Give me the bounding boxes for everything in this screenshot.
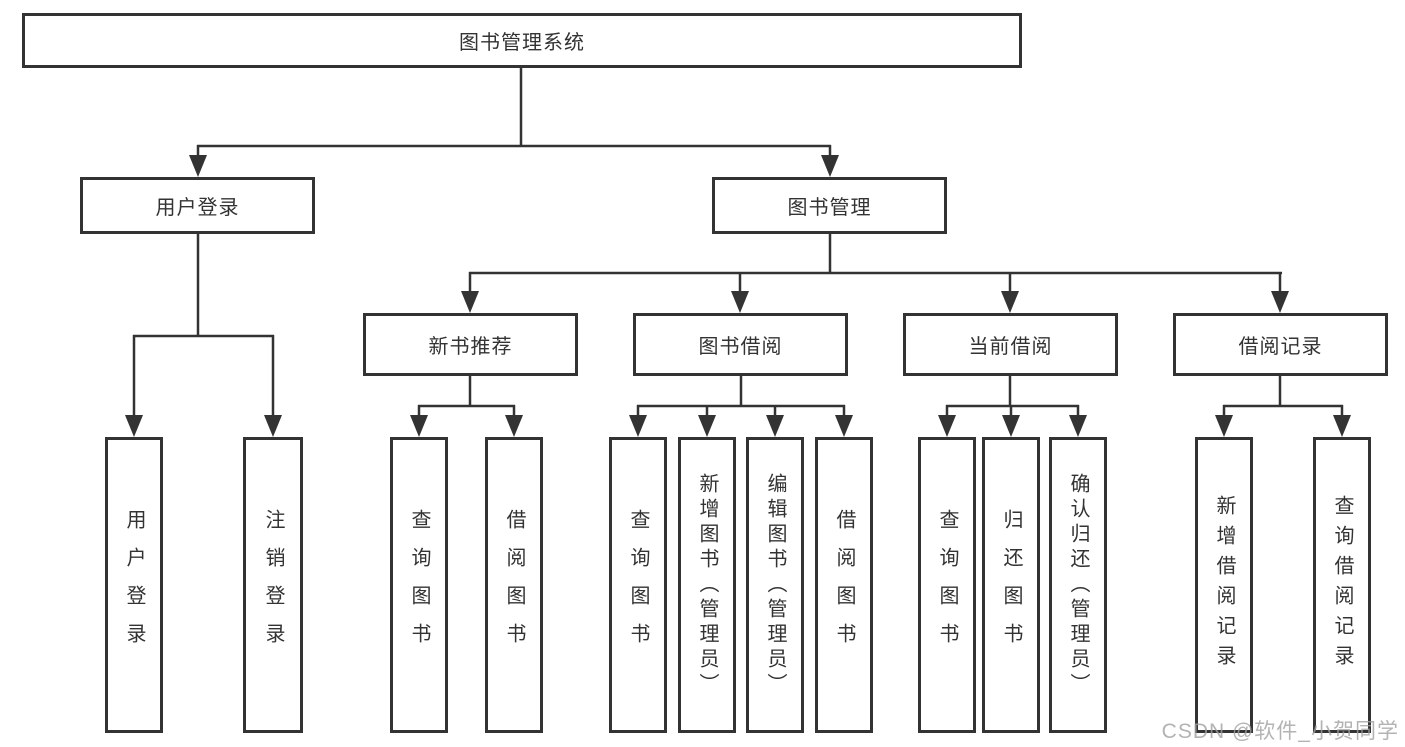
connector-current-borrowing — [938, 376, 1087, 437]
node-logout-leaf: 注销登录 — [243, 437, 303, 733]
arrowhead — [698, 415, 716, 437]
node-label: 借阅记录 — [1238, 336, 1323, 358]
node-user-login-leaf: 用户登录 — [105, 437, 163, 733]
node-label: 图书借阅 — [698, 336, 783, 358]
node-label: 查询图书 — [936, 509, 958, 661]
arrowhead — [731, 291, 749, 313]
node-label: 用户登录 — [155, 197, 240, 219]
arrowhead — [766, 415, 784, 437]
connector-root — [189, 68, 839, 177]
node-label: 当前借阅 — [968, 336, 1053, 358]
node-label: 新书推荐 — [428, 336, 513, 358]
arrowhead — [461, 291, 479, 313]
node-edit-books-admin: 编辑图书（管理员） — [746, 437, 804, 733]
node-borrowing-records: 借阅记录 — [1173, 313, 1388, 376]
connector-new-book-recommend — [410, 376, 523, 437]
node-borrow-books-2: 借阅图书 — [815, 437, 873, 733]
node-add-borrow-record: 新增借阅记录 — [1195, 437, 1253, 733]
arrowhead — [1271, 291, 1289, 313]
node-book-management: 图书管理 — [712, 177, 947, 234]
arrowhead — [629, 415, 647, 437]
node-user-login: 用户登录 — [80, 177, 315, 234]
connector-user-login — [125, 234, 282, 437]
arrowhead — [1215, 415, 1233, 437]
node-label: 图书管理 — [787, 197, 872, 219]
arrowhead — [1002, 415, 1020, 437]
connector-book-borrowing — [629, 376, 853, 437]
arrowhead — [1333, 415, 1351, 437]
node-query-books-2: 查询图书 — [609, 437, 667, 733]
connector-borrowing-records — [1215, 376, 1351, 437]
node-label: 确认归还（管理员） — [1067, 472, 1089, 698]
node-label: 归还图书 — [1000, 509, 1022, 661]
node-book-borrowing: 图书借阅 — [633, 313, 848, 376]
connector-book-management — [461, 234, 1289, 313]
node-new-book-recommend: 新书推荐 — [363, 313, 578, 376]
node-label: 查询图书 — [408, 509, 430, 661]
node-library-management-system: 图书管理系统 — [22, 13, 1022, 68]
node-label: 借阅图书 — [503, 509, 525, 661]
arrowhead — [938, 415, 956, 437]
node-label: 借阅图书 — [833, 509, 855, 661]
node-label: 图书管理系统 — [459, 32, 585, 54]
arrowhead — [1001, 291, 1019, 313]
node-confirm-return-admin: 确认归还（管理员） — [1049, 437, 1107, 733]
arrowhead — [410, 415, 428, 437]
node-current-borrowing: 当前借阅 — [903, 313, 1118, 376]
arrowhead — [1069, 415, 1087, 437]
arrowhead — [125, 415, 143, 437]
node-query-books-3: 查询图书 — [918, 437, 976, 733]
arrowhead — [264, 415, 282, 437]
arrowhead — [821, 155, 839, 177]
node-return-books: 归还图书 — [982, 437, 1040, 733]
node-label: 用户登录 — [123, 509, 145, 661]
arrowhead — [835, 415, 853, 437]
arrowhead — [505, 415, 523, 437]
node-label: 查询图书 — [627, 509, 649, 661]
node-borrow-books-1: 借阅图书 — [485, 437, 543, 733]
node-query-borrow-record: 查询借阅记录 — [1313, 437, 1371, 733]
node-label: 编辑图书（管理员） — [764, 472, 786, 698]
node-label: 新增借阅记录 — [1213, 495, 1235, 675]
node-add-books-admin: 新增图书（管理员） — [678, 437, 736, 733]
node-label: 查询借阅记录 — [1331, 495, 1353, 675]
node-label: 注销登录 — [262, 509, 284, 661]
node-label: 新增图书（管理员） — [696, 472, 718, 698]
arrowhead — [189, 155, 207, 177]
node-query-books-1: 查询图书 — [390, 437, 448, 733]
